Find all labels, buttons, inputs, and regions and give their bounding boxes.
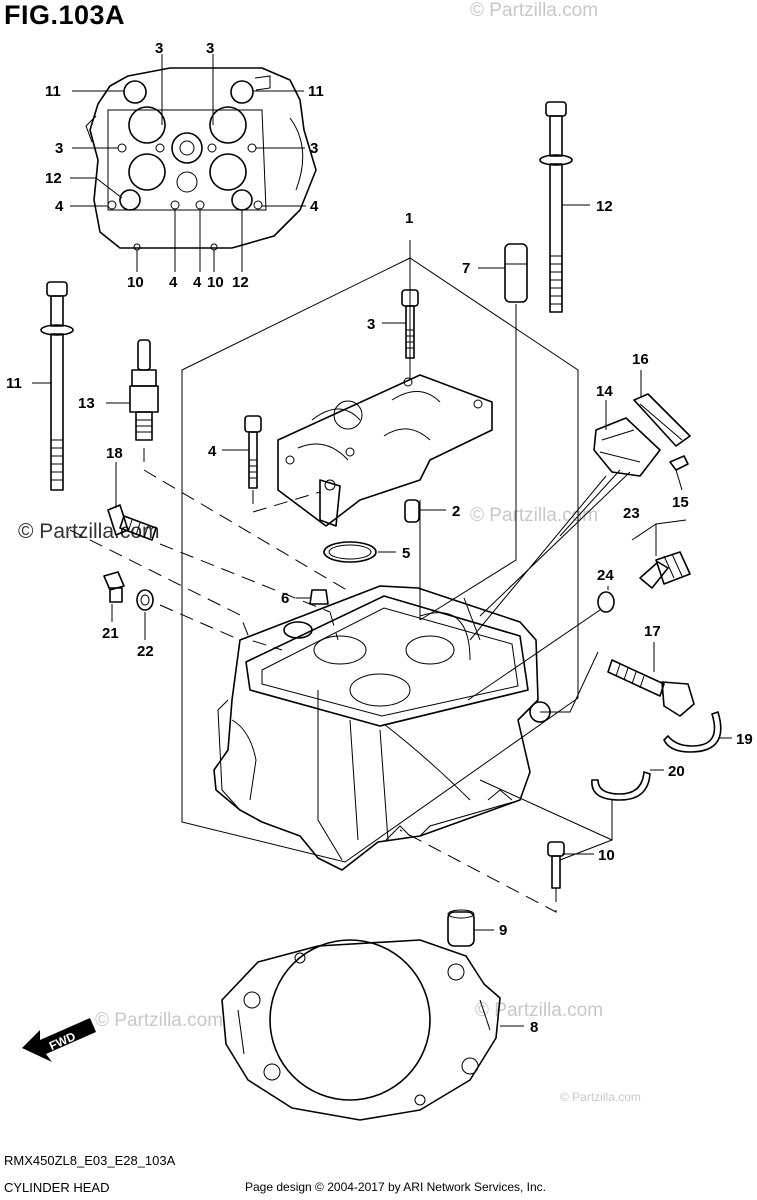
inset-callouts: 3 3 11 11 3 3 12 4 4 10 4 4 10 12 — [45, 40, 324, 291]
inset-callout: 4 — [169, 274, 178, 291]
callout-21: 21 — [102, 625, 119, 642]
callout-17: 17 — [644, 623, 661, 640]
inset-callout: 12 — [45, 170, 62, 187]
bolt-21 — [103, 571, 125, 622]
watermark: © Partzilla.com — [470, 505, 599, 526]
plug-bolt-18 — [107, 462, 331, 613]
inset-callout: 10 — [127, 274, 144, 291]
o-ring-5 — [323, 541, 396, 563]
gasket-16 — [633, 370, 691, 447]
bolt-17 — [540, 642, 695, 717]
callout-22: 22 — [137, 643, 154, 660]
callout-23: 23 — [623, 505, 640, 522]
callout-9: 9 — [499, 922, 507, 939]
bolt-10 — [399, 829, 594, 913]
callout-5: 5 — [402, 545, 410, 562]
inset-callout: 3 — [206, 40, 214, 57]
callout-4: 4 — [208, 443, 217, 460]
inset-callout: 11 — [308, 83, 324, 100]
sensor-23 — [631, 519, 691, 589]
callout-13: 13 — [78, 395, 95, 412]
inset-callout: 4 — [310, 198, 319, 215]
figure-code: RMX450ZL8_E03_E28_103A — [4, 1153, 176, 1168]
callout-15: 15 — [672, 494, 689, 511]
callout-3: 3 — [367, 316, 375, 333]
spark-plug-13 — [106, 339, 351, 593]
figure-title: FIG.103A — [4, 0, 126, 30]
callout-12: 12 — [596, 198, 613, 215]
part-callouts: 1 2 3 4 5 6 7 8 9 10 11 12 13 14 15 16 1… — [6, 198, 753, 1036]
callout-14: 14 — [596, 383, 613, 400]
inset-callout: 4 — [55, 198, 64, 215]
callout-1: 1 — [405, 210, 413, 227]
cap-14 — [593, 400, 661, 477]
o-ring-24 — [597, 586, 615, 613]
watermark: © Partzilla.com — [475, 1000, 604, 1021]
figure-name: CYLINDER HEAD — [4, 1180, 110, 1195]
assembly-outline — [181, 257, 579, 863]
camshaft-holder — [277, 374, 493, 527]
fwd-label: FWD — [47, 1029, 78, 1053]
inset-callout: 10 — [207, 274, 224, 291]
callout-10: 10 — [598, 847, 615, 864]
bolt-3 — [382, 289, 419, 359]
bolt-12 — [539, 101, 590, 313]
dowel-9 — [447, 909, 494, 947]
arc-gasket-19 — [663, 711, 732, 753]
inset-callout: 3 — [55, 140, 63, 157]
inset-callout: 3 — [155, 40, 163, 57]
callout-18: 18 — [106, 445, 123, 462]
bolt-11 — [32, 281, 74, 491]
washer-22 — [69, 529, 283, 651]
inset-callout: 3 — [310, 140, 318, 157]
callout-20: 20 — [668, 763, 685, 780]
callout-7: 7 — [462, 260, 470, 277]
inset-callout: 11 — [45, 83, 61, 100]
copyright-notice: Page design © 2004-2017 by ARI Network S… — [245, 1180, 547, 1194]
callout-16: 16 — [632, 351, 649, 368]
forward-arrow: FWD — [22, 1018, 96, 1062]
watermark: © Partzilla.com — [560, 1090, 641, 1104]
callout-24: 24 — [597, 567, 614, 584]
callout-6: 6 — [281, 590, 289, 607]
inset-callout: 12 — [232, 274, 249, 291]
inset-callout: 4 — [193, 274, 202, 291]
callout-2: 2 — [452, 503, 460, 520]
guide-7 — [478, 243, 528, 303]
callout-11: 11 — [6, 375, 22, 392]
watermark: © Partzilla.com — [18, 520, 160, 543]
head-top-view-inset: 3 3 11 11 3 3 12 4 4 10 4 4 10 12 — [45, 40, 324, 291]
bolt-4 — [222, 415, 321, 513]
callout-19: 19 — [736, 731, 753, 748]
dowel-pin-2 — [404, 499, 446, 523]
plug-6 — [296, 589, 329, 605]
head-gasket-8 — [221, 939, 524, 1121]
screw-15 — [669, 455, 689, 491]
watermark: © Partzilla.com — [470, 0, 599, 21]
cylinder-head-1 — [213, 585, 551, 871]
watermark: © Partzilla.com — [95, 1010, 224, 1031]
arc-gasket-20 — [591, 769, 664, 801]
callout-8: 8 — [530, 1019, 538, 1036]
